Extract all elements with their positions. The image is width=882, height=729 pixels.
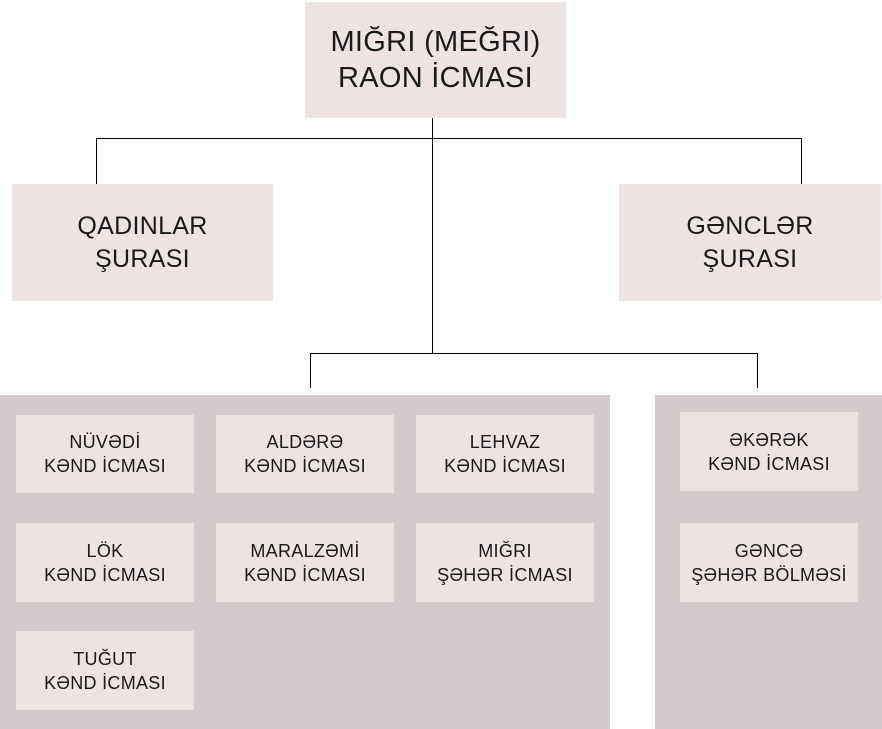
community-name: GƏNCƏ [734,540,804,561]
community-type: KƏND İCMASI [444,456,566,476]
women-council-line1: QADINLAR [77,211,208,240]
community-box-migri-city: MIĞRI ŞƏHƏR İCMASI [416,523,594,602]
root-community-title-line2: RAON İCMASI [337,62,534,94]
community-type: KƏND İCMASI [44,456,166,476]
community-type: ŞƏHƏR İCMASI [437,564,573,585]
root-community-box: MIĞRI (MEĞRI) RAON İCMASI [305,2,566,118]
community-box-nuvedi: NÜVƏDİ KƏND İCMASI [16,415,194,493]
community-name: LÖK [86,540,124,561]
community-name: ƏKƏRƏK [729,429,809,450]
community-box-lok: LÖK KƏND İCMASI [16,523,194,602]
community-box-tugut: TUĞUT KƏND İCMASI [16,631,194,710]
community-box-aldere: ALDƏRƏ KƏND İCMASI [216,415,394,493]
women-council-box: QADINLAR ŞURASI [12,184,273,301]
community-type: ŞƏHƏR BÖLMƏSİ [691,564,847,585]
community-name: NÜVƏDİ [69,432,141,452]
community-type: KƏND İCMASI [708,453,830,474]
community-box-lehvaz: LEHVAZ KƏND İCMASI [416,415,594,493]
community-type: KƏND İCMASI [44,564,166,585]
community-name: MARALZƏMİ [250,540,360,561]
youth-council-line2: ŞURASI [702,244,798,273]
community-type: KƏND İCMASI [244,456,366,476]
women-council-line2: ŞURASI [95,244,190,273]
community-type: KƏND İCMASI [44,672,166,693]
community-type: KƏND İCMASI [244,564,366,585]
community-name: TUĞUT [73,648,137,669]
youth-council-line1: GƏNCLƏR [686,211,814,240]
community-box-ekerek: ƏKƏRƏK KƏND İCMASI [680,412,858,491]
youth-council-box: GƏNCLƏR ŞURASI [619,184,881,301]
community-box-gence: GƏNCƏ ŞƏHƏR BÖLMƏSİ [680,523,858,602]
community-name: MIĞRI [478,540,532,561]
community-name: LEHVAZ [469,432,541,452]
community-box-maralzemi: MARALZƏMİ KƏND İCMASI [216,523,394,602]
community-name: ALDƏRƏ [266,432,344,452]
root-community-title-line1: MIĞRI (MEĞRI) [330,26,541,58]
